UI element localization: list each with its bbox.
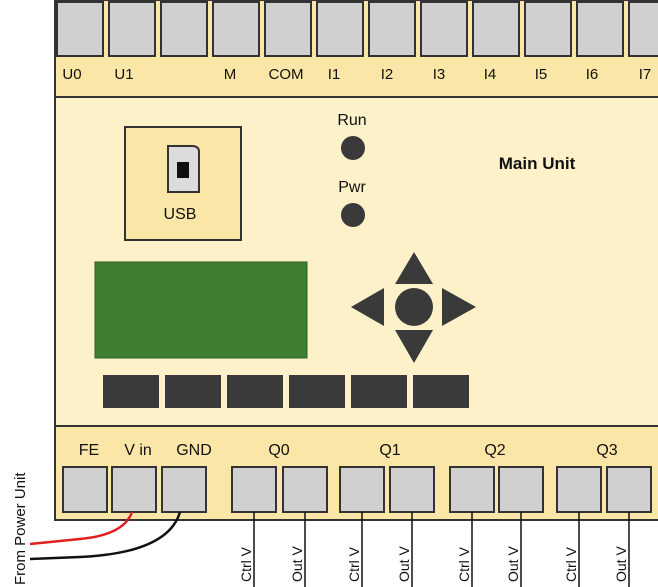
out-v-label: Out V bbox=[396, 546, 412, 582]
top-terminal bbox=[368, 1, 416, 57]
bottom-terminal-label: Q3 bbox=[596, 442, 617, 459]
unit-title: Main Unit bbox=[499, 154, 576, 173]
bottom-terminal-labels: FE V in GND Q0 Q1 Q2 Q3 bbox=[79, 442, 618, 459]
function-buttons bbox=[103, 375, 469, 408]
top-terminal-label: I5 bbox=[535, 66, 548, 83]
top-terminal-label: U1 bbox=[114, 66, 133, 83]
arrow-left-icon[interactable] bbox=[351, 288, 384, 326]
lcd-display bbox=[94, 261, 308, 359]
out-v-label: Out V bbox=[505, 546, 521, 582]
function-button[interactable] bbox=[165, 375, 221, 408]
bottom-terminal bbox=[111, 466, 157, 513]
top-terminal bbox=[56, 1, 104, 57]
bottom-terminal bbox=[339, 466, 385, 513]
bottom-terminal bbox=[231, 466, 277, 513]
bottom-terminal-label: FE bbox=[79, 442, 99, 459]
top-terminal-label: U0 bbox=[62, 66, 81, 83]
top-terminal-label: I7 bbox=[639, 66, 652, 83]
function-button[interactable] bbox=[227, 375, 283, 408]
top-terminal-label: I3 bbox=[433, 66, 446, 83]
function-button[interactable] bbox=[351, 375, 407, 408]
bottom-terminal bbox=[161, 466, 207, 513]
bottom-terminal bbox=[389, 466, 435, 513]
function-button[interactable] bbox=[413, 375, 469, 408]
power-source-label: From Power Unit bbox=[12, 472, 29, 585]
ctrl-v-label: Ctrl V bbox=[346, 546, 362, 582]
ctrl-v-label: Ctrl V bbox=[456, 546, 472, 582]
top-terminal bbox=[212, 1, 260, 57]
top-terminal-label: I1 bbox=[328, 66, 341, 83]
bottom-terminal bbox=[282, 466, 328, 513]
black-wire bbox=[29, 511, 182, 561]
bottom-terminal bbox=[62, 466, 108, 513]
bottom-terminal-label: GND bbox=[176, 442, 212, 459]
bottom-terminal-label: Q0 bbox=[268, 442, 289, 459]
out-v-label: Out V bbox=[289, 546, 305, 582]
ctrl-v-label: Ctrl V bbox=[563, 546, 579, 582]
pwr-led bbox=[341, 203, 365, 227]
top-terminal bbox=[160, 1, 208, 57]
usb-label: USB bbox=[164, 206, 197, 223]
function-button[interactable] bbox=[103, 375, 159, 408]
bottom-terminal bbox=[606, 466, 652, 513]
usb-port-icon bbox=[167, 145, 200, 193]
top-terminal bbox=[524, 1, 572, 57]
bottom-terminal-label: Q1 bbox=[379, 442, 400, 459]
bottom-terminals bbox=[62, 466, 652, 513]
bottom-terminal-label: Q2 bbox=[484, 442, 505, 459]
output-leads: Ctrl V Out V Ctrl V Out V Ctrl V Out V Ctrl V O… bbox=[238, 512, 630, 587]
top-terminal-labels: U0 U1 M COM I1 I2 I3 I4 I5 I6 I7 bbox=[62, 66, 651, 83]
top-terminal bbox=[472, 1, 520, 57]
bottom-terminal-label: V in bbox=[124, 442, 152, 459]
out-v-label: Out V bbox=[613, 546, 629, 582]
bottom-terminal bbox=[449, 466, 495, 513]
top-terminal-label: I4 bbox=[484, 66, 497, 83]
ctrl-v-label: Ctrl V bbox=[238, 546, 254, 582]
top-terminal bbox=[316, 1, 364, 57]
red-wire bbox=[29, 511, 134, 546]
arrow-down-icon[interactable] bbox=[395, 330, 433, 363]
top-terminal-label: I6 bbox=[586, 66, 599, 83]
arrow-right-icon[interactable] bbox=[442, 288, 476, 326]
function-button[interactable] bbox=[289, 375, 345, 408]
top-terminal-label: M bbox=[224, 66, 237, 83]
top-terminal bbox=[576, 1, 624, 57]
center-button-icon[interactable] bbox=[395, 288, 433, 326]
top-terminal bbox=[108, 1, 156, 57]
top-terminal bbox=[628, 1, 658, 57]
run-led bbox=[341, 136, 365, 160]
top-terminal-label: COM bbox=[269, 66, 304, 83]
pwr-led-label: Pwr bbox=[338, 179, 366, 196]
bottom-terminal bbox=[556, 466, 602, 513]
top-terminal-label: I2 bbox=[381, 66, 394, 83]
arrow-up-icon[interactable] bbox=[395, 252, 433, 284]
run-led-label: Run bbox=[337, 112, 366, 129]
top-terminal bbox=[420, 1, 468, 57]
top-terminals bbox=[56, 1, 658, 57]
bottom-terminal bbox=[498, 466, 544, 513]
top-terminal bbox=[264, 1, 312, 57]
